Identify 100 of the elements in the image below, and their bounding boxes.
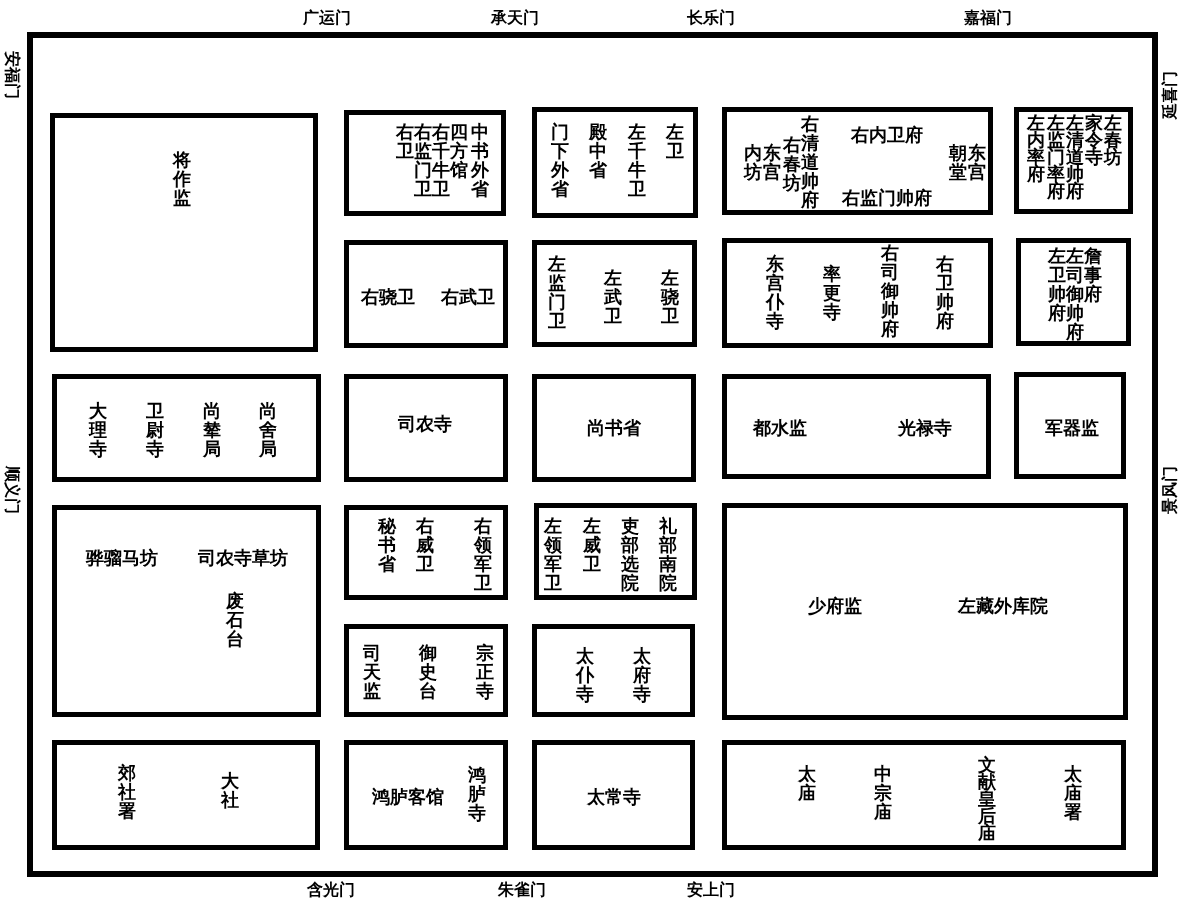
place-name: 左威卫 bbox=[583, 516, 601, 573]
place-name: 左武卫 bbox=[604, 268, 622, 325]
building-block bbox=[344, 740, 508, 850]
place-name: 吏部选院 bbox=[621, 516, 639, 592]
place-name: 右内卫府 bbox=[851, 126, 923, 144]
building-block bbox=[722, 503, 1128, 720]
place-name: 太庙署 bbox=[1064, 764, 1082, 821]
place-name: 少府监 bbox=[808, 597, 862, 615]
building-block bbox=[52, 740, 320, 850]
place-name: 光禄寺 bbox=[898, 419, 952, 437]
building-block bbox=[1014, 372, 1126, 479]
place-name: 太常寺 bbox=[587, 788, 641, 806]
place-name: 司天监 bbox=[363, 643, 381, 700]
place-name: 右监门卫 bbox=[414, 122, 432, 198]
place-name: 中书外省 bbox=[471, 122, 489, 198]
gate-label: 安福门 bbox=[4, 51, 20, 99]
building-block bbox=[534, 503, 697, 600]
gate-label: 景风门 bbox=[1162, 466, 1178, 514]
place-name: 左清道帅府 bbox=[1066, 114, 1084, 199]
building-block bbox=[722, 107, 993, 215]
place-name: 率更寺 bbox=[823, 264, 841, 321]
building-block bbox=[344, 240, 508, 348]
place-name: 右清道帅府 bbox=[801, 114, 819, 209]
place-name: 司农寺 bbox=[398, 415, 452, 433]
place-name: 右威卫 bbox=[416, 516, 434, 573]
place-name: 废石台 bbox=[226, 591, 244, 648]
place-name: 右武卫 bbox=[441, 288, 495, 306]
place-name: 郊社署 bbox=[118, 763, 136, 820]
place-name: 尚舍局 bbox=[259, 401, 277, 458]
building-block bbox=[344, 374, 508, 482]
building-block bbox=[532, 240, 697, 347]
place-name: 左领军卫 bbox=[544, 516, 562, 592]
building-block bbox=[52, 505, 321, 717]
place-name: 中宗庙 bbox=[874, 764, 892, 821]
place-name: 尚辇局 bbox=[203, 401, 221, 458]
building-block bbox=[532, 107, 698, 218]
place-name: 左卫帅府 bbox=[1048, 246, 1066, 322]
place-name: 左监门卫 bbox=[548, 254, 566, 330]
place-name: 四方馆 bbox=[450, 122, 468, 179]
place-name: 秘书省 bbox=[378, 516, 396, 573]
gate-label: 朱雀门 bbox=[498, 882, 546, 898]
gate-label: 广运门 bbox=[303, 10, 351, 26]
place-name: 左监门率府 bbox=[1047, 114, 1065, 199]
building-block bbox=[532, 374, 696, 482]
gate-label: 顺义门 bbox=[4, 466, 20, 514]
place-name: 右春坊 bbox=[783, 135, 801, 192]
place-name: 礼部南院 bbox=[659, 516, 677, 592]
place-name: 东宫 bbox=[763, 143, 781, 181]
building-block bbox=[344, 624, 508, 717]
building-block bbox=[722, 740, 1126, 850]
gate-label: 承天门 bbox=[491, 10, 539, 26]
place-name: 尚书省 bbox=[587, 419, 641, 437]
place-name: 左司御帅府 bbox=[1066, 246, 1084, 341]
place-name: 鸿胪客馆 bbox=[372, 788, 444, 806]
place-name: 右卫 bbox=[396, 122, 414, 160]
place-name: 内坊 bbox=[744, 143, 762, 181]
place-name: 大理寺 bbox=[89, 401, 107, 458]
gate-label: 长乐门 bbox=[687, 10, 735, 26]
place-name: 右千牛卫 bbox=[432, 122, 450, 198]
place-name: 右领军卫 bbox=[474, 516, 492, 592]
place-name: 右卫帅府 bbox=[936, 254, 954, 330]
place-name: 左藏外库院 bbox=[958, 597, 1048, 615]
place-name: 御史台 bbox=[419, 643, 437, 700]
place-name: 右监门帅府 bbox=[842, 189, 932, 207]
gate-label: 安上门 bbox=[687, 882, 735, 898]
place-name: 右司御帅府 bbox=[881, 243, 899, 338]
place-name: 殿中省 bbox=[589, 122, 607, 179]
building-block bbox=[344, 110, 506, 216]
building-block bbox=[1016, 238, 1131, 346]
place-name: 宗正寺 bbox=[476, 643, 494, 700]
place-name: 朝堂 bbox=[949, 143, 967, 181]
gate-label: 含光门 bbox=[307, 882, 355, 898]
place-name: 将作监 bbox=[173, 150, 191, 207]
place-name: 詹事府 bbox=[1084, 246, 1102, 303]
place-name: 左卫 bbox=[666, 122, 684, 160]
building-block bbox=[532, 740, 695, 850]
place-name: 东宫 bbox=[968, 143, 986, 181]
gate-label: 嘉福门 bbox=[964, 10, 1012, 26]
place-name: 东宫仆寺 bbox=[766, 254, 784, 330]
building-block bbox=[722, 238, 993, 348]
place-name: 左内率府 bbox=[1027, 114, 1045, 182]
place-name: 卫尉寺 bbox=[146, 401, 164, 458]
place-name: 骅骝马坊 bbox=[86, 549, 158, 567]
place-name: 家令寺 bbox=[1085, 114, 1103, 165]
place-name: 太庙 bbox=[798, 764, 816, 802]
place-name: 军器监 bbox=[1045, 419, 1099, 437]
building-block bbox=[52, 374, 321, 482]
place-name: 文献皇后庙 bbox=[978, 756, 996, 841]
place-name: 大社 bbox=[221, 771, 239, 809]
place-name: 左骁卫 bbox=[661, 268, 679, 325]
building-block bbox=[50, 113, 318, 352]
city-wall bbox=[27, 32, 1158, 877]
gate-label: 延喜门 bbox=[1162, 71, 1178, 119]
place-name: 太仆寺 bbox=[576, 646, 594, 703]
place-name: 左春坊 bbox=[1104, 114, 1122, 165]
place-name: 都水监 bbox=[753, 419, 807, 437]
place-name: 右骁卫 bbox=[361, 288, 415, 306]
place-name: 鸿胪寺 bbox=[468, 765, 486, 822]
place-name: 太府寺 bbox=[633, 646, 651, 703]
building-block bbox=[722, 374, 991, 479]
